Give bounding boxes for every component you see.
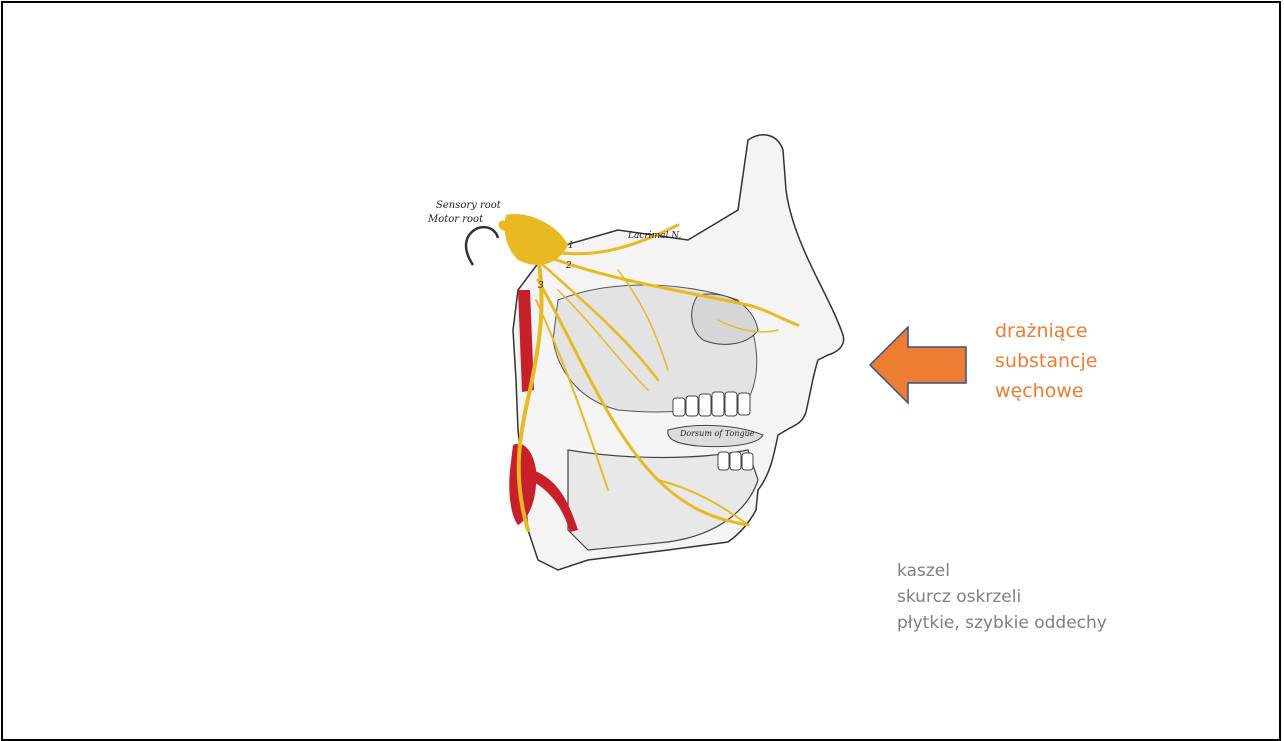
label-branch-2: 2	[565, 261, 572, 271]
trigeminal-ganglion	[505, 214, 569, 265]
trigeminal-nerve-illustration: Sensory root Motor root Lacrimal N. Dors…	[418, 130, 858, 580]
label-branch-1: 1	[568, 241, 574, 251]
arrow-shape	[870, 327, 966, 403]
ear-hook	[466, 227, 498, 265]
label-motor-root: Motor root	[427, 214, 484, 225]
lower-teeth	[718, 452, 753, 470]
effects-list: kaszel skurcz oskrzeli płytkie, szybkie …	[897, 558, 1257, 636]
stimulus-label: drażniące substancje węchowe	[995, 316, 1195, 406]
effect-item: kaszel	[897, 558, 1257, 584]
label-tongue: Dorsum of Tongue	[679, 429, 755, 438]
slide: Sensory root Motor root Lacrimal N. Dors…	[0, 0, 1284, 720]
label-sensory-root: Sensory root	[436, 200, 502, 211]
label-lacrimal: Lacrimal N.	[627, 231, 682, 241]
stimulus-line: substancje	[995, 346, 1195, 376]
stimulus-line: węchowe	[995, 376, 1195, 406]
effect-item: płytkie, szybkie oddechy	[897, 610, 1257, 636]
stimulus-line: drażniące	[995, 316, 1195, 346]
label-branch-3: 3	[538, 281, 544, 291]
effect-item: skurcz oskrzeli	[897, 584, 1257, 610]
stimulus-arrow	[868, 325, 968, 405]
